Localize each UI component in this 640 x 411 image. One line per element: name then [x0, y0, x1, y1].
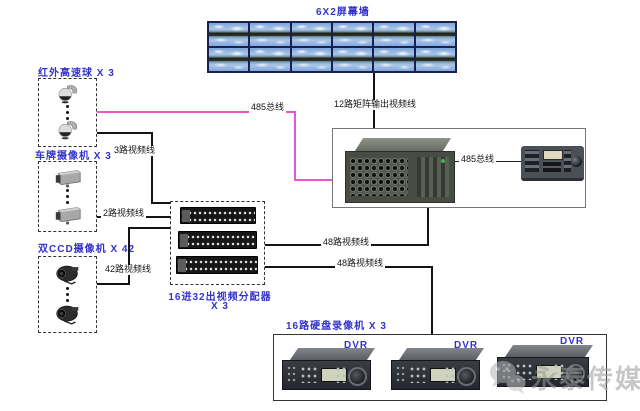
cable-42ch-h [97, 283, 130, 285]
wechat-icon [490, 361, 526, 394]
dome-camera-icon [58, 121, 77, 140]
dome-camera-icon [58, 85, 77, 104]
monitor-screen [374, 23, 414, 46]
distributor-title: 16进32出视频分配器 [168, 292, 272, 303]
dvr-buttons [554, 364, 566, 380]
camera-group-ccd-label: 双CCD摄像机 X 42 [38, 244, 136, 255]
dvr-buttons [445, 367, 457, 383]
cable-label-3ch: 3路视频线 [112, 145, 158, 156]
camera-group-ir-dome [38, 78, 97, 147]
matrix-io-modules [417, 157, 449, 197]
watermark: 永泰传媒 [487, 357, 640, 397]
matrix-front-panel [345, 151, 455, 203]
monitor-screen [415, 23, 455, 46]
cable-3ch-h2 [151, 202, 171, 204]
cable-48ch-up-v [427, 208, 429, 246]
dvr-top-face [289, 348, 376, 360]
matrix-switcher-image [345, 138, 457, 203]
dvr-unit-image [391, 348, 485, 390]
bnc-connector-grid [350, 158, 408, 196]
cable-label-48ch-up: 48路视频线 [321, 237, 372, 248]
keyboard-joystick [571, 156, 582, 167]
monitor-screen [374, 48, 414, 71]
dvr-front-panel [282, 360, 371, 390]
power-led [441, 159, 445, 163]
screen-wall-grid [207, 21, 457, 73]
cable-label-42ch: 42路视频线 [103, 264, 154, 275]
keyboard-keys [525, 150, 539, 172]
video-distributor-unit [180, 207, 256, 224]
box-camera-icon [55, 170, 81, 188]
dvr-label: DVR [454, 340, 479, 351]
camera-group-plate-label: 车牌摄像机 X 3 [35, 151, 112, 162]
keyboard-keys [564, 150, 571, 172]
cable-485-bus-h2 [294, 179, 334, 181]
dvr-jog-knob [457, 367, 476, 386]
monitor-screen [209, 48, 249, 71]
dvr-buttons [301, 367, 319, 383]
dvr-buttons [336, 367, 348, 383]
monitor-screen [332, 23, 373, 46]
cable-48ch-down-v [431, 266, 433, 335]
monitor-screen [209, 23, 249, 46]
box-camera-icon [55, 207, 81, 225]
monitor-screen [332, 48, 373, 71]
cable-label-485-top: 485总线 [249, 102, 287, 113]
connector-block [182, 210, 190, 222]
camera-group-ir-dome-label: 红外高速球 X 3 [38, 68, 115, 79]
dvr-vents [287, 366, 297, 384]
ellipsis-dots [66, 287, 69, 302]
cable-label-485-right: 485总线 [459, 154, 497, 165]
matrix-area-box: 485总线 [332, 128, 586, 208]
cable-label-48ch-down: 48路视频线 [335, 258, 386, 269]
monitor-screen [291, 48, 331, 71]
dvr-label: DVR [344, 340, 369, 351]
connector-block [178, 259, 186, 272]
ccd-camera-icon [55, 265, 78, 285]
dvr-jog-knob [566, 364, 585, 383]
watermark-text: 永泰传媒 [531, 364, 640, 395]
cable-label-matrix-out: 12路矩阵输出视频线 [332, 99, 419, 110]
monitor-screen [250, 23, 290, 46]
camera-group-plate [38, 161, 97, 232]
monitor-screen [291, 23, 331, 46]
ellipsis-dots [66, 189, 69, 204]
distributor-group-box [170, 201, 265, 285]
dvr-top-face [504, 345, 594, 357]
cable-3ch-v [151, 132, 153, 204]
cable-42ch-h2 [128, 227, 171, 229]
matrix-top-face [354, 138, 452, 151]
cable-485-bus-h [97, 111, 296, 113]
video-distributor-unit [178, 231, 257, 249]
keyboard-lcd [543, 150, 563, 160]
recorder-group-title: 16路硬盘录像机 X 3 [286, 321, 387, 332]
dvr-top-face [398, 348, 485, 360]
ellipsis-dots [66, 105, 69, 120]
video-distributor-unit [176, 256, 258, 274]
keyboard-keys [543, 161, 561, 172]
cable-label-2ch: 2路视频线 [101, 208, 147, 219]
dvr-unit-image [282, 348, 376, 390]
dvr-label: DVR [560, 336, 585, 347]
monitor-screen [250, 48, 290, 71]
screen-wall-title: 6X2屏幕墙 [316, 7, 370, 18]
connector-block [180, 234, 188, 247]
control-keyboard-image [521, 146, 584, 181]
dvr-buttons [410, 367, 428, 383]
distributor-count: X 3 [210, 301, 229, 312]
dvr-vents [396, 366, 406, 384]
monitor-screen [415, 48, 455, 71]
camera-group-ccd [38, 256, 97, 333]
cable-42ch-v [128, 228, 130, 285]
cable-485-bus-v [294, 111, 296, 181]
dvr-jog-knob [348, 367, 367, 386]
ccd-camera-icon [55, 305, 78, 325]
cable-3ch-h [97, 132, 153, 134]
dvr-front-panel [391, 360, 480, 390]
